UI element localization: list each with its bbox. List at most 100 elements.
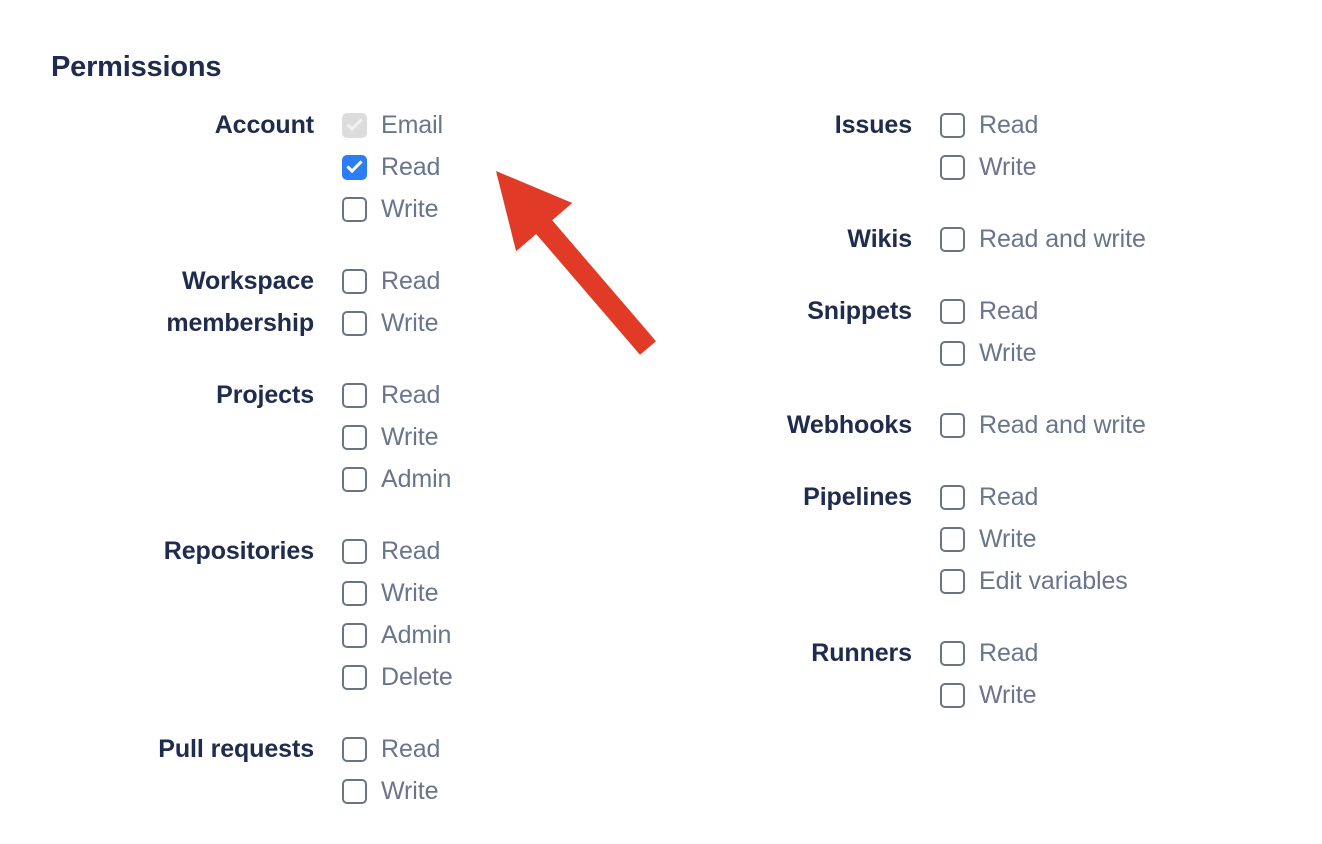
checkbox-email (342, 112, 367, 138)
permission-option-label: Read (979, 111, 1039, 139)
permission-option-row[interactable]: Write (342, 188, 660, 230)
page-title: Permissions (51, 51, 222, 83)
checkbox-write[interactable] (342, 424, 367, 450)
permission-option-row[interactable]: Delete (342, 656, 660, 698)
checkbox-read[interactable] (940, 640, 965, 666)
permission-option-label: Read and write (979, 411, 1146, 439)
checkbox-read[interactable] (342, 736, 367, 762)
checkbox-write[interactable] (342, 778, 367, 804)
checkbox-write[interactable] (342, 196, 367, 222)
checkbox-admin[interactable] (342, 466, 367, 492)
permission-group-label: Issues (834, 111, 912, 139)
permission-option-row[interactable]: Admin (342, 458, 660, 500)
permission-option-row[interactable]: Edit variables (940, 560, 1322, 602)
permission-option-row[interactable]: Email (342, 104, 660, 146)
permission-option-label: Read (979, 297, 1039, 325)
permission-option-label: Write (381, 309, 439, 337)
checkbox-read-and-write[interactable] (940, 412, 965, 438)
permission-option-label: Admin (381, 465, 452, 493)
permission-option-row[interactable]: Write (342, 572, 660, 614)
checkbox-read[interactable] (940, 298, 965, 324)
permission-option-row[interactable]: Read (342, 374, 660, 416)
permission-option-row[interactable]: Write (342, 416, 660, 458)
checkbox-read[interactable] (940, 484, 965, 510)
permission-group: Wikis Read and write (660, 218, 1322, 260)
permission-option-list: Read and write (940, 218, 1322, 260)
checkbox-delete[interactable] (342, 664, 367, 690)
permission-option-label: Delete (381, 663, 453, 691)
checkbox-edit-variables[interactable] (940, 568, 965, 594)
checkbox-read-and-write[interactable] (940, 226, 965, 252)
permission-option-row[interactable]: Write (940, 674, 1322, 716)
permission-group-label: Snippets (807, 297, 912, 325)
checkbox-write[interactable] (940, 340, 965, 366)
permission-option-row[interactable]: Read and write (940, 404, 1322, 446)
permission-option-row[interactable]: Read (940, 104, 1322, 146)
permission-option-label: Read (979, 483, 1039, 511)
permission-group-label: Pipelines (803, 483, 912, 511)
permission-option-label: Read (381, 735, 441, 763)
permission-option-row[interactable]: Admin (342, 614, 660, 656)
permission-option-label: Read (381, 153, 441, 181)
permission-option-label: Read and write (979, 225, 1146, 253)
permission-option-row[interactable]: Write (940, 146, 1322, 188)
permission-option-label: Write (381, 423, 439, 451)
checkbox-write[interactable] (342, 580, 367, 606)
permission-group-label: Workspace membership (166, 267, 314, 337)
checkbox-write[interactable] (940, 154, 965, 180)
permission-option-label: Write (381, 777, 439, 805)
permission-group-label: Wikis (847, 225, 912, 253)
permission-group-label: Pull requests (158, 735, 314, 763)
permission-group-label: Runners (811, 639, 912, 667)
permission-option-row[interactable]: Write (342, 302, 660, 344)
checkbox-admin[interactable] (342, 622, 367, 648)
checkbox-read[interactable] (342, 538, 367, 564)
permission-option-row[interactable]: Write (940, 332, 1322, 374)
permission-option-row[interactable]: Read (940, 632, 1322, 674)
permission-option-label: Admin (381, 621, 452, 649)
checkbox-read[interactable] (342, 382, 367, 408)
permission-option-label: Email (381, 111, 444, 139)
checkbox-write[interactable] (940, 682, 965, 708)
checkbox-write[interactable] (342, 310, 367, 336)
permission-option-row[interactable]: Read (342, 530, 660, 572)
permission-group-label: Projects (216, 381, 314, 409)
checkbox-read[interactable] (342, 268, 367, 294)
permission-option-label: Read (381, 267, 441, 295)
permission-option-row[interactable]: Read (940, 290, 1322, 332)
permission-option-label: Edit variables (979, 567, 1128, 595)
permission-option-label: Write (979, 525, 1037, 553)
permission-option-row[interactable]: Read (342, 260, 660, 302)
permission-option-row[interactable]: Read (342, 146, 660, 188)
permission-option-row[interactable]: Read and write (940, 218, 1322, 260)
checkbox-read[interactable] (342, 154, 367, 180)
permission-option-row[interactable]: Read (940, 476, 1322, 518)
permission-option-label: Read (381, 381, 441, 409)
permission-option-label: Write (381, 579, 439, 607)
permission-option-row[interactable]: Write (342, 770, 660, 812)
permission-option-label: Write (979, 339, 1037, 367)
permission-option-row[interactable]: Read (342, 728, 660, 770)
permission-option-row[interactable]: Write (940, 518, 1322, 560)
permission-option-label: Read (979, 639, 1039, 667)
checkbox-read[interactable] (940, 112, 965, 138)
checkbox-write[interactable] (940, 526, 965, 552)
permission-option-label: Write (979, 681, 1037, 709)
